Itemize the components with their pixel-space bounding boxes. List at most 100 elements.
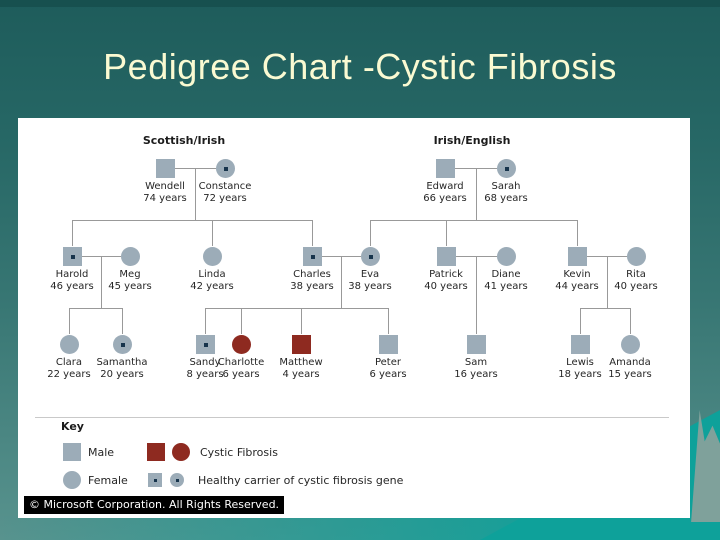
connector-line (122, 308, 123, 334)
person-age: 68 years (484, 193, 528, 204)
key-divider-line (35, 417, 669, 418)
carrier-male-symbol (148, 473, 162, 487)
male-normal-symbol-lewis (571, 335, 590, 354)
carrier-dot-icon (310, 254, 315, 259)
person-age: 4 years (282, 369, 320, 380)
carrier-dot-icon (175, 478, 179, 482)
connector-line (72, 220, 312, 221)
male-symbol (63, 443, 81, 461)
connector-line (212, 220, 213, 246)
person-name: Charlotte (217, 357, 265, 368)
female-normal-symbol-diane (497, 247, 516, 266)
person-name: Meg (119, 269, 141, 280)
carrier-dot-icon (153, 478, 157, 482)
person-name: Linda (198, 269, 226, 280)
connector-line (580, 308, 581, 334)
carrier-female-symbol (170, 473, 184, 487)
male-carrier-symbol-charles (303, 247, 322, 266)
person-name: Constance (198, 181, 252, 192)
person-age: 41 years (484, 281, 528, 292)
person-name: Clara (55, 357, 83, 368)
person-age: 38 years (348, 281, 392, 292)
person-age: 15 years (608, 369, 652, 380)
affected-label: Cystic Fibrosis (200, 446, 278, 459)
person-age: 8 years (186, 369, 224, 380)
male-normal-symbol-kevin (568, 247, 587, 266)
person-age: 18 years (558, 369, 602, 380)
connector-line (241, 308, 242, 334)
connector-line (446, 220, 447, 246)
female-carrier-symbol-constance (216, 159, 235, 178)
ancestry-label: Scottish/Irish (142, 134, 226, 147)
connector-line (205, 308, 388, 309)
male-label: Male (88, 446, 115, 459)
female-carrier-symbol-eva (361, 247, 380, 266)
person-age: 20 years (100, 369, 144, 380)
connector-line (454, 168, 497, 169)
slide-title: Pedigree Chart -Cystic Fibrosis (103, 46, 617, 87)
person-name: Lewis (566, 357, 594, 368)
top-edge-band (0, 0, 720, 7)
person-age: 46 years (50, 281, 94, 292)
connector-line (312, 220, 313, 246)
female-normal-symbol-clara (60, 335, 79, 354)
connector-line (195, 168, 196, 220)
female-symbol (63, 471, 81, 489)
connector-line (69, 308, 122, 309)
female-affected-symbol-charlotte (232, 335, 251, 354)
male-normal-symbol-wendell (156, 159, 175, 178)
connector-line (370, 220, 577, 221)
carrier-dot-icon (120, 342, 125, 347)
male-normal-symbol-peter (379, 335, 398, 354)
person-age: 74 years (143, 193, 187, 204)
carrier-dot-icon (203, 342, 208, 347)
male-carrier-symbol-sandy (196, 335, 215, 354)
connector-line (586, 256, 627, 257)
person-age: 45 years (108, 281, 152, 292)
ancestry-label: Irish/English (433, 134, 511, 147)
affected-male-symbol (147, 443, 165, 461)
person-name: Diane (491, 269, 521, 280)
connector-line (577, 220, 578, 246)
person-name: Kevin (563, 269, 591, 280)
carrier-dot-icon (504, 166, 509, 171)
female-normal-symbol-meg (121, 247, 140, 266)
person-age: 38 years (290, 281, 334, 292)
female-normal-symbol-rita (627, 247, 646, 266)
background-bottom-band (0, 516, 720, 540)
copyright-notice: © Microsoft Corporation. All Rights Rese… (24, 496, 285, 514)
person-name: Patrick (429, 269, 463, 280)
connector-line (580, 308, 630, 309)
female-normal-symbol-amanda (621, 335, 640, 354)
person-age: 6 years (222, 369, 260, 380)
carrier-label: Healthy carrier of cystic fibrosis gene (198, 474, 404, 487)
female-carrier-symbol-samantha (113, 335, 132, 354)
person-name: Samantha (96, 357, 148, 368)
male-normal-symbol-edward (436, 159, 455, 178)
legend-title: Key (61, 420, 84, 433)
person-name: Sarah (491, 181, 521, 192)
male-carrier-symbol-harold (63, 247, 82, 266)
person-age: 66 years (423, 193, 467, 204)
female-carrier-symbol-sarah (497, 159, 516, 178)
connector-line (476, 168, 477, 220)
person-age: 40 years (614, 281, 658, 292)
person-name: Edward (426, 181, 464, 192)
person-name: Eva (360, 269, 380, 280)
connector-line (607, 256, 608, 308)
carrier-dot-icon (223, 166, 228, 171)
carrier-dot-icon (70, 254, 75, 259)
person-name: Sam (464, 357, 488, 368)
